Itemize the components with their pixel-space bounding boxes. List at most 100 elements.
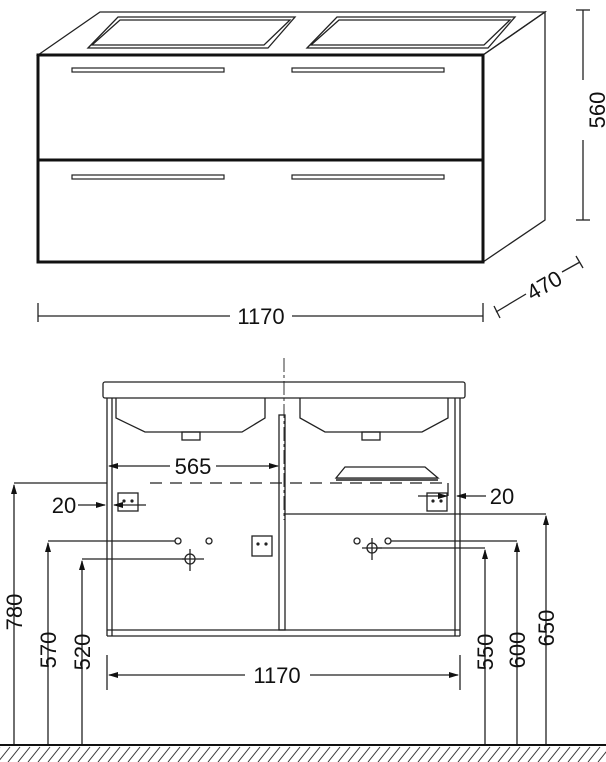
hatch-line [447, 746, 461, 762]
hatch-line [37, 746, 51, 762]
hatch-line [467, 746, 481, 762]
hatch-line [517, 746, 531, 762]
hatch-line [547, 746, 561, 762]
hatch-line [337, 746, 351, 762]
dimension-label: 1170 [237, 304, 284, 329]
hatch-line [157, 746, 171, 762]
dimension-label: 560 [585, 92, 606, 129]
hatch-line [227, 746, 241, 762]
dimension-label: 570 [36, 632, 61, 669]
hatch-line [287, 746, 301, 762]
cabinet-perspective [35, 10, 548, 264]
hatch-line [27, 746, 41, 762]
wall-bracket-right [426, 492, 448, 512]
hatch-line [527, 746, 541, 762]
dimension-label: 650 [534, 610, 559, 647]
right-basin-inner [309, 19, 512, 46]
center-partition [278, 414, 286, 631]
dimension-label: 470 [522, 265, 566, 305]
hatch-line [407, 746, 421, 762]
dimension-780: 780 [2, 482, 107, 745]
dimension-width-1170-top: 1170 [37, 303, 484, 329]
hatch-line [107, 746, 121, 762]
drawer-handle [291, 174, 445, 180]
hatch-line [427, 746, 441, 762]
hatch-line [437, 746, 451, 762]
hatch-line [377, 746, 391, 762]
hatch-line [357, 746, 371, 762]
dimension-label: 780 [2, 594, 27, 631]
hatch-line [77, 746, 91, 762]
dimension-label: 550 [473, 634, 498, 671]
hatch-line [127, 746, 141, 762]
hatch-line [277, 746, 291, 762]
hatch-line [7, 746, 21, 762]
hatch-line [167, 746, 181, 762]
dimension-570: 570 [36, 540, 175, 745]
hatch-line [487, 746, 501, 762]
hatch-line [147, 746, 161, 762]
hatch-line [0, 746, 11, 761]
hatch-line [117, 746, 131, 762]
dimension-label: 600 [505, 632, 530, 669]
hatch-line [557, 746, 571, 762]
countertop [102, 381, 466, 399]
drawer-handle [71, 174, 225, 180]
hatch-line [387, 746, 401, 762]
hatch-line [327, 746, 341, 762]
mounting-rail-base [336, 478, 438, 481]
cabinet-side [482, 10, 546, 264]
left-basin-inner [90, 19, 292, 46]
dimension-565: 565 [108, 454, 279, 479]
dimension-650: 650 [285, 513, 559, 745]
hatch-line [267, 746, 281, 762]
dimension-20-right: 20 [418, 483, 514, 509]
dimension-520: 520 [70, 558, 185, 745]
hatch-line [317, 746, 331, 762]
wall-bracket-middle [251, 535, 273, 557]
hatch-line [197, 746, 211, 762]
left-basin [115, 398, 266, 433]
hatch-line [567, 746, 581, 762]
right-basin-top [305, 16, 517, 49]
hatch-line [367, 746, 381, 762]
hatch-line [537, 746, 551, 762]
hatch-line [347, 746, 361, 762]
hatch-line [57, 746, 71, 762]
dimension-height-560: 560 [576, 9, 606, 221]
hatch-line [67, 746, 81, 762]
hatch-line [217, 746, 231, 762]
hatch-line [397, 746, 411, 762]
hatch-line [137, 746, 151, 762]
drawer-handle [291, 67, 445, 73]
hatch-line [587, 746, 601, 762]
dimension-600: 600 [391, 540, 530, 745]
dimension-label: 520 [70, 634, 95, 671]
hatch-line [177, 746, 191, 762]
left-drain [181, 431, 201, 441]
wall-bracket-left [117, 492, 139, 512]
mounting-rail [334, 466, 440, 479]
hatch-line [297, 746, 311, 762]
hatch-line [187, 746, 201, 762]
drawer-handle [71, 67, 225, 73]
water-inlet-right [384, 537, 392, 545]
hatch-line [577, 746, 591, 762]
hatch-line [47, 746, 61, 762]
right-basin [299, 398, 449, 433]
right-drain [361, 431, 381, 441]
dimension-label: 20 [52, 493, 76, 518]
hatch-line [597, 751, 606, 762]
hatch-line [257, 746, 271, 762]
dimension-20-left: 20 [52, 493, 146, 518]
dimension-width-1170-bottom: 1170 [106, 655, 461, 690]
dimension-550: 550 [377, 547, 498, 745]
water-inlet-left [174, 537, 182, 545]
left-basin-top [86, 16, 297, 49]
hatch-line [417, 746, 431, 762]
dimension-label: 20 [490, 484, 514, 509]
hatch-line [87, 746, 101, 762]
hatch-line [307, 746, 321, 762]
